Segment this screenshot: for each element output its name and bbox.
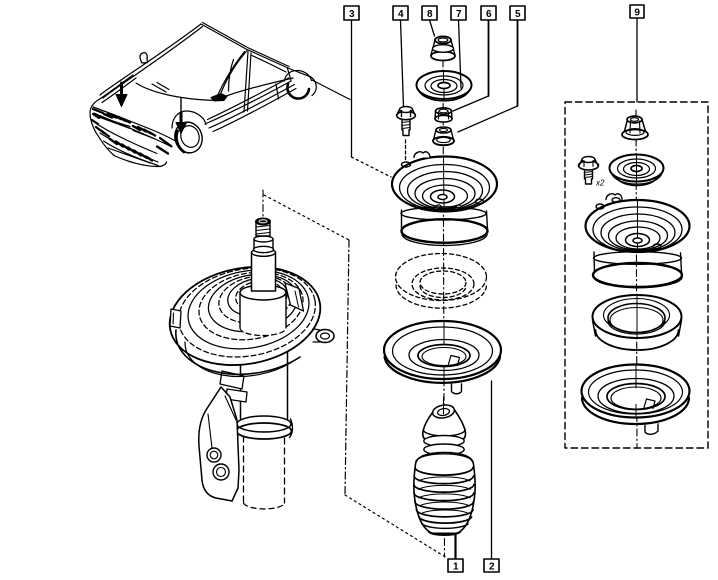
svg-text:1: 1 xyxy=(453,561,459,572)
svg-text:6: 6 xyxy=(486,9,492,20)
svg-text:x2: x2 xyxy=(595,179,605,188)
svg-text:2: 2 xyxy=(489,561,495,572)
svg-text:7: 7 xyxy=(456,9,462,20)
svg-text:9: 9 xyxy=(634,7,640,18)
svg-text:3: 3 xyxy=(349,9,355,20)
svg-text:4: 4 xyxy=(398,9,404,20)
svg-text:5: 5 xyxy=(515,9,521,20)
svg-text:8: 8 xyxy=(427,9,433,20)
